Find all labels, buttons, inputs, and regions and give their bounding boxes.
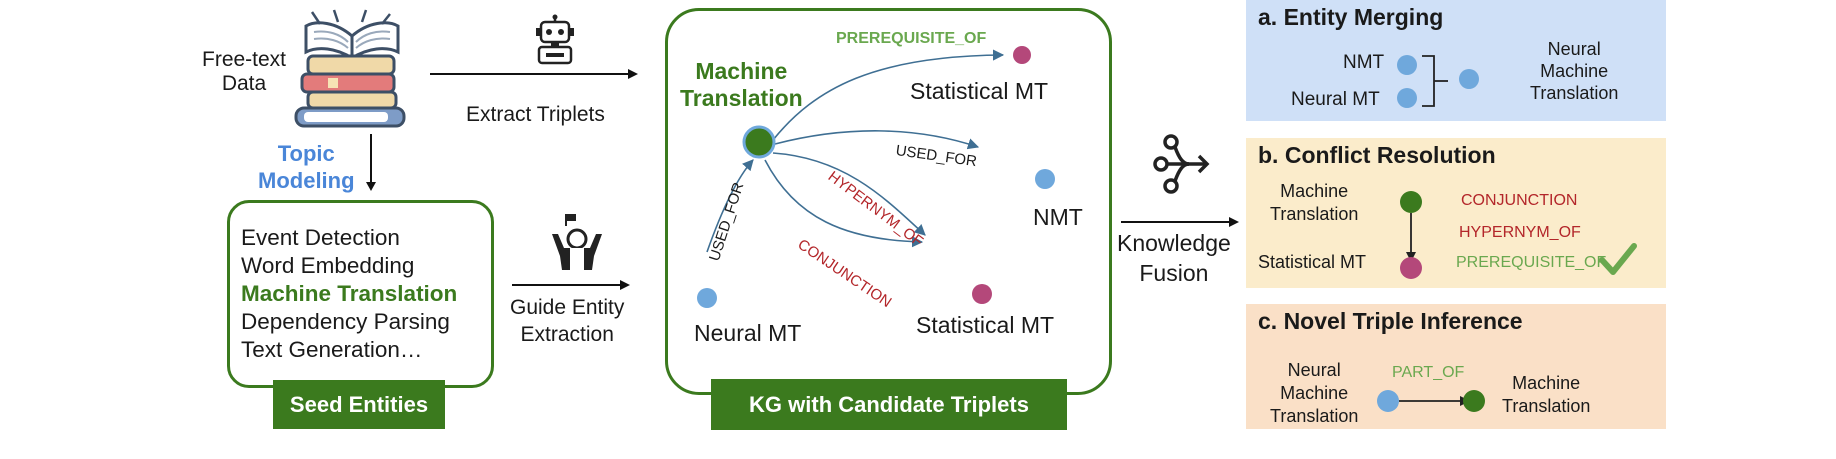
panel-title-conflict: b. Conflict Resolution [1258,142,1496,168]
node-nmt [1035,169,1055,189]
node-neural-mt [697,288,717,308]
node-label-neural: Neural MT [694,320,802,346]
conflict-option-hypernym: HYPERNYM_OF [1459,224,1581,241]
seed-entity: Event Detection [241,225,400,250]
novel-right-label: Machine Translation [1502,373,1591,416]
merge-graph [1397,55,1479,108]
edge-label-prerequisite: PREREQUISITE_OF [836,30,987,47]
guide-arrow [512,280,630,290]
seed-entity-list: Event Detection Word Embedding Machine T… [241,224,457,364]
panel-title-merging: a. Entity Merging [1258,4,1444,30]
books-icon [294,9,406,128]
fusion-icon [1153,134,1210,194]
node-statistical-mt-top [1013,46,1031,64]
node-statistical-mt-bottom [972,284,992,304]
panel-conflict-resolution: b. Conflict Resolution Machine Translati… [1246,138,1666,288]
conflict-top-label: Machine Translation [1270,181,1359,224]
merge-left-neural: Neural MT [1291,89,1380,110]
extract-triplets-label: Extract Triplets [466,103,605,126]
merge-result: Neural Machine Translation [1530,39,1619,103]
extract-arrow [430,69,638,79]
robot-icon [536,14,574,65]
person-icon [552,214,602,270]
novel-left-label: Neural Machine Translation [1270,360,1359,426]
topic-modeling-label: Topic Modeling [258,141,355,193]
node-machine-translation [742,125,776,159]
edge-conjunction [764,159,924,248]
seed-entity: Dependency Parsing [241,309,450,334]
topic-arrow [366,134,376,191]
edge-used-for-left [706,159,754,253]
panel-entity-merging: a. Entity Merging NMT Neural MT Neural M… [1246,0,1666,121]
conflict-option-conjunction: CONJUNCTION [1461,192,1578,209]
node-label-stat-top: Statistical MT [910,78,1049,104]
guide-entity-label: Guide Entity Extraction [510,296,625,346]
conflict-bottom-label: Statistical MT [1258,252,1367,272]
node-label-nmt: NMT [1033,204,1083,230]
seed-entity: Text Generation… [241,337,423,362]
edge-hypernym [772,152,926,236]
kg-graph [697,46,1055,308]
knowledge-fusion-label: Knowledge Fusion [1117,230,1231,286]
edge-used-for-right [774,130,980,150]
seed-entity: Word Embedding [241,253,415,278]
merge-left-nmt: NMT [1343,52,1385,73]
kg-banner: KG with Candidate Triplets [711,379,1067,430]
panel-novel-inference: c. Novel Triple Inference Neural Machine… [1246,304,1666,429]
novel-edge-label: PART_OF [1392,364,1465,381]
seed-entities-banner: Seed Entities [273,380,445,429]
novel-graph [1377,390,1485,412]
conflict-option-prerequisite: PREREQUISITE_OF [1456,254,1607,271]
free-text-label: Free-text Data [202,48,287,95]
checkmark-icon [1599,243,1637,275]
panel-title-novel: c. Novel Triple Inference [1258,308,1523,334]
edge-prerequisite [772,49,1005,141]
fusion-arrow [1121,217,1239,227]
node-label-stat-bottom: Statistical MT [916,312,1055,338]
conflict-graph [1400,191,1422,279]
kg-center-label: Machine Translation [680,58,803,111]
seed-entity-highlight: Machine Translation [241,281,458,306]
